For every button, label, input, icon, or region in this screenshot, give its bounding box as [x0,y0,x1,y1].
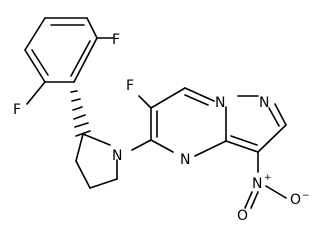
charge-plus: + [264,173,272,183]
atom-label-n-nitro: N + [252,173,272,192]
atom-label-o-nitro-bottom: O [237,208,248,224]
atom-label-o-nitro-right: O − [290,191,310,208]
svg-text:O: O [237,208,248,224]
pyrrolidine-ring [75,133,118,189]
pyrimidine-ring [131,87,227,157]
nitro-group [244,151,287,209]
atom-label-f-ring: F [126,78,134,94]
charge-minus: − [302,191,310,201]
svg-text:N: N [180,152,190,168]
svg-text:F: F [13,102,21,118]
svg-text:N: N [259,95,269,111]
stereo-hashed-wedge [70,90,91,137]
atom-label-n-pyrrolidine: N [112,148,122,164]
bond-c-f-ring [138,95,152,109]
svg-text:N: N [112,148,122,164]
difluorophenyl-ring [24,17,98,83]
svg-text:F: F [126,78,134,94]
atom-label-n-pyrimidine: N [180,152,190,168]
atom-label-n-pyrazole: N [259,95,269,111]
atom-label-f-left: F [13,102,21,118]
pyrazole-ring [225,95,287,153]
svg-text:F: F [112,32,120,48]
molecule-structure: F F F N N N N N + O O − [13,17,310,224]
svg-text:O: O [290,192,301,208]
bond-c-f-left [26,81,46,105]
atom-label-f-top: F [112,32,120,48]
atom-label-n-bridge: N [215,95,225,111]
svg-text:N: N [252,176,262,192]
svg-text:N: N [215,95,225,111]
